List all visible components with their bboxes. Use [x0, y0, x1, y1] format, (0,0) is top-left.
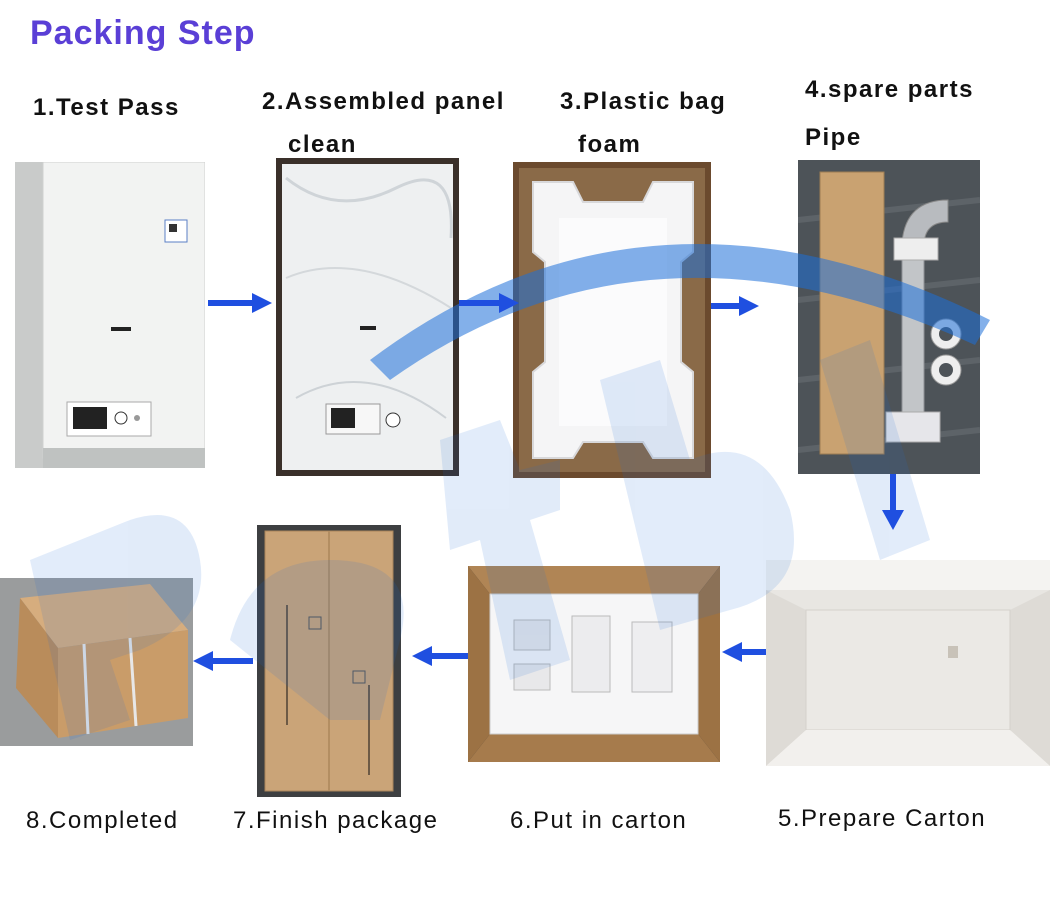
page-title: Packing Step	[30, 14, 256, 52]
arrow-right-icon	[208, 293, 272, 313]
step-4-label: 4.spare parts	[805, 76, 974, 103]
arrow-down-icon	[882, 474, 904, 530]
plastic-bag-foam-photo	[513, 162, 711, 478]
step-3-label-line2: foam	[578, 131, 642, 158]
step-5-label: 5.Prepare Carton	[778, 805, 987, 832]
step-1-label: 1.Test Pass	[33, 94, 180, 121]
completed-package-photo	[0, 578, 193, 746]
step-3-label: 3.Plastic bag	[560, 88, 727, 115]
arrow-right-icon	[459, 293, 519, 313]
arrow-left-icon	[722, 642, 766, 662]
step-6-label: 6.Put in carton	[510, 807, 688, 834]
test-pass-photo	[15, 162, 205, 468]
arrow-left-icon	[193, 651, 253, 671]
arrow-left-icon	[412, 646, 468, 666]
step-2-label-line2: clean	[288, 131, 357, 158]
arrow-right-icon	[711, 296, 759, 316]
assembled-panel-photo	[276, 158, 459, 476]
step-4-label-line2: Pipe	[805, 124, 862, 151]
step-7-label: 7.Finish package	[233, 807, 439, 834]
prepare-carton-photo	[766, 560, 1050, 766]
step-2-label: 2.Assembled panel	[262, 88, 505, 115]
spare-parts-pipe-photo	[798, 160, 980, 474]
step-8-label: 8.Completed	[26, 807, 179, 834]
finish-package-photo	[257, 525, 401, 797]
put-in-carton-photo	[468, 566, 720, 762]
